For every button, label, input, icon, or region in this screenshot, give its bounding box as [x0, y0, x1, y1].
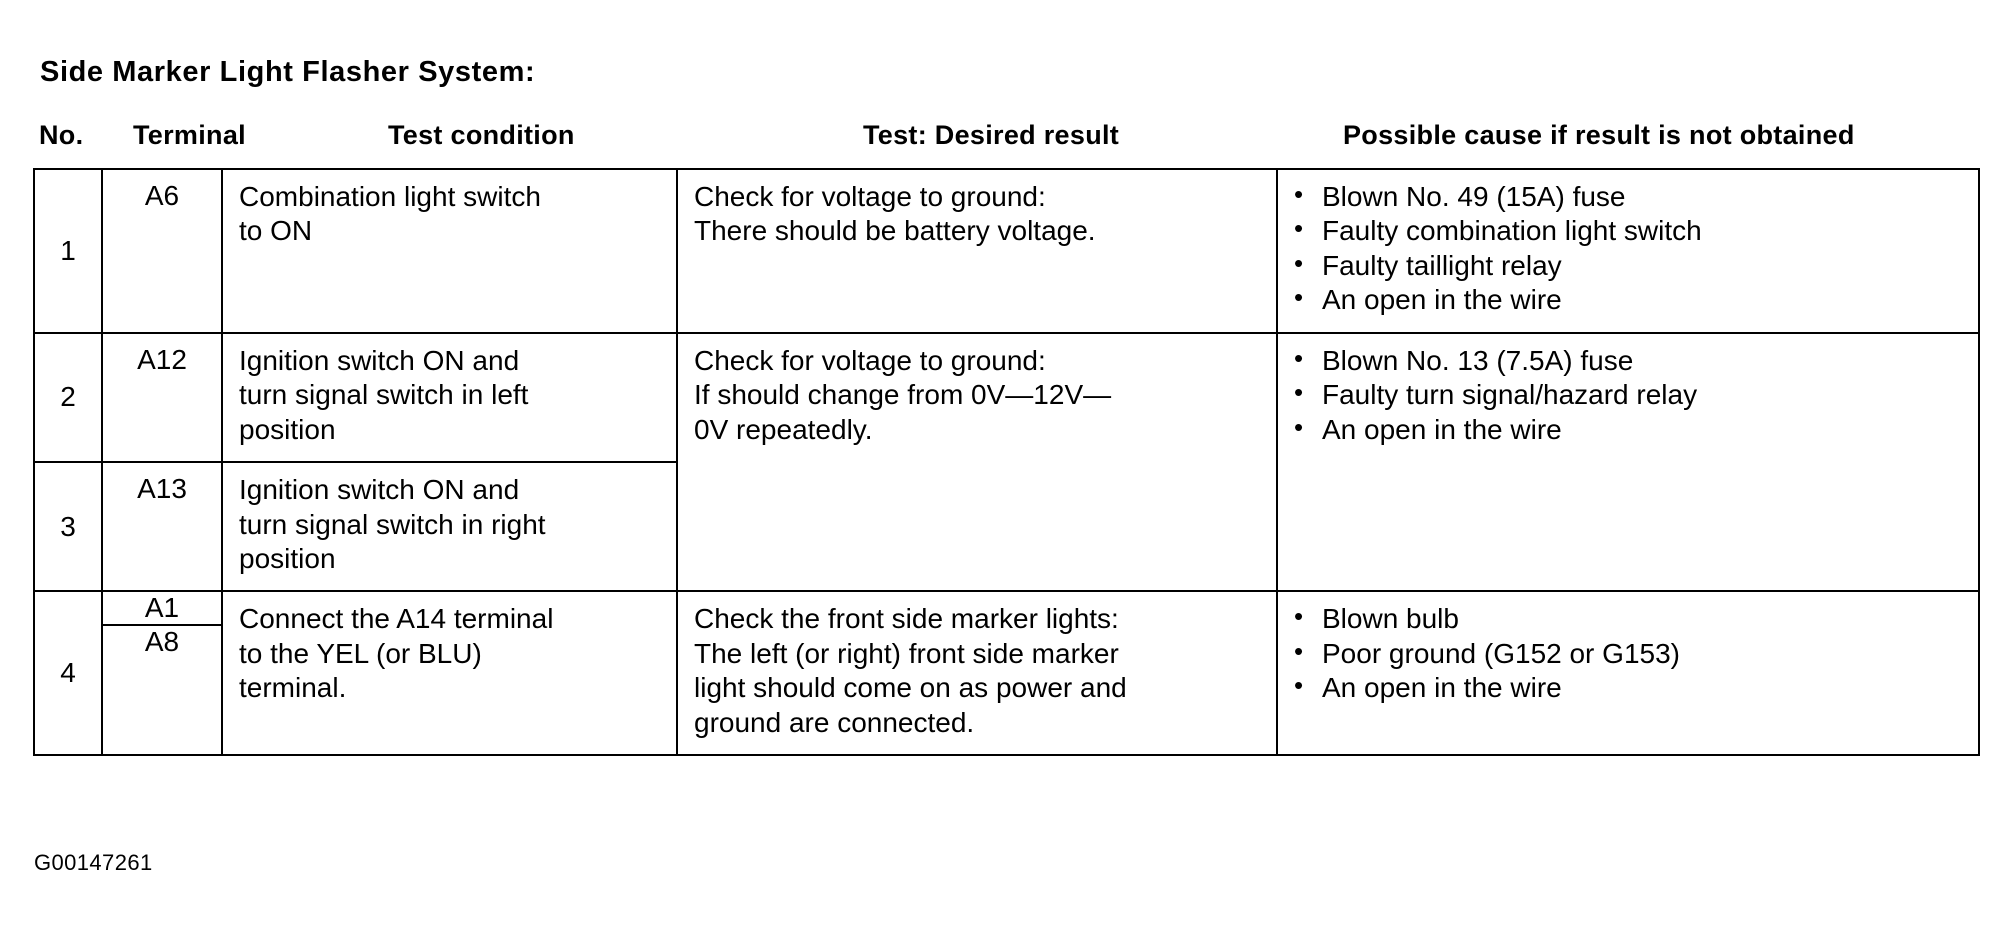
- result-line: ground are connected.: [694, 706, 975, 738]
- condition-line: position: [239, 542, 336, 574]
- condition-line: turn signal switch in left: [239, 379, 529, 411]
- cell-terminal-split: A1 A8: [101, 590, 223, 757]
- cell-no: 1: [33, 168, 103, 334]
- cause-list: Blown No. 49 (15A) fuse Faulty combinati…: [1278, 170, 1978, 332]
- cause-item: Faulty taillight relay: [1292, 248, 1974, 283]
- cause-item: An open in the wire: [1292, 670, 1974, 705]
- page-title: Side Marker Light Flasher System:: [40, 56, 536, 88]
- cell-possible-cause: Blown No. 13 (7.5A) fuse Faulty turn sig…: [1276, 331, 1980, 593]
- cell-desired-result: Check the front side marker lights: The …: [676, 590, 1278, 757]
- column-header-test-condition: Test condition: [388, 120, 575, 150]
- result-line: Check the front side marker lights:: [694, 603, 1119, 635]
- cell-no: 3: [33, 461, 103, 593]
- cause-list: Blown bulb Poor ground (G152 or G153) An…: [1278, 592, 1978, 719]
- cell-terminal: A12: [101, 331, 223, 464]
- result-line: Check for voltage to ground:: [694, 344, 1046, 376]
- cause-item: Poor ground (G152 or G153): [1292, 636, 1974, 671]
- cause-item: Blown No. 49 (15A) fuse: [1292, 179, 1974, 214]
- table-row: 4 A1 A8 Connect the A14 terminal to the …: [33, 590, 1980, 757]
- terminal-lower: A8: [144, 626, 180, 658]
- table-column-headers: No. Terminal Test condition Test: Desire…: [33, 120, 1978, 164]
- condition-line: to the YEL (or BLU): [239, 637, 482, 669]
- condition-line: terminal.: [239, 672, 347, 704]
- cell-no: 2: [33, 331, 103, 464]
- result-line: light should come on as power and: [694, 672, 1127, 704]
- column-header-no: No.: [39, 120, 84, 150]
- table-row: 1 A6 Combination light switch to ON Chec…: [33, 168, 1980, 334]
- cell-test-condition: Ignition switch ON and turn signal switc…: [221, 331, 678, 464]
- table-row: 3 A13 Ignition switch ON and turn signal…: [33, 461, 1979, 593]
- condition-line: turn signal switch in right: [239, 508, 546, 540]
- cell-possible-cause: Blown bulb Poor ground (G152 or G153) An…: [1276, 590, 1980, 757]
- condition-line: Combination light switch: [239, 181, 541, 212]
- condition-line: position: [239, 413, 336, 445]
- cell-test-condition: Combination light switch to ON: [221, 168, 678, 334]
- cause-list: Blown No. 13 (7.5A) fuse Faulty turn sig…: [1278, 334, 1978, 461]
- diagnostic-test-table: 1 A6 Combination light switch to ON Chec…: [33, 168, 1980, 757]
- cause-item: An open in the wire: [1292, 282, 1974, 317]
- cell-desired-result: Check for voltage to ground: There shoul…: [676, 168, 1278, 334]
- terminal-upper: A1: [103, 592, 221, 627]
- result-line: If should change from 0V—12V—: [694, 379, 1112, 411]
- figure-reference-code: G00147261: [34, 850, 153, 875]
- cause-item: Faulty combination light switch: [1292, 213, 1974, 248]
- cell-test-condition: Connect the A14 terminal to the YEL (or …: [221, 590, 678, 757]
- cell-desired-result: Check for voltage to ground: If should c…: [676, 331, 1278, 593]
- column-header-possible-cause: Possible cause if result is not obtained: [1343, 120, 1855, 150]
- result-line: 0V repeatedly.: [694, 413, 873, 445]
- cause-item: Faulty turn signal/hazard relay: [1292, 377, 1974, 412]
- column-header-desired-result: Test: Desired result: [863, 120, 1120, 150]
- table-row: 2 A12 Ignition switch ON and turn signal…: [33, 331, 1980, 593]
- cell-terminal: A13: [101, 461, 223, 593]
- result-line: Check for voltage to ground:: [694, 181, 1046, 212]
- cause-item: Blown bulb: [1292, 601, 1974, 636]
- column-header-terminal: Terminal: [133, 120, 246, 150]
- condition-line: Ignition switch ON and: [239, 474, 520, 506]
- cell-terminal: A6: [101, 168, 223, 334]
- condition-line: to ON: [239, 215, 313, 247]
- condition-line: Connect the A14 terminal: [239, 603, 554, 635]
- condition-line: Ignition switch ON and: [239, 344, 520, 376]
- cause-item: An open in the wire: [1292, 412, 1974, 447]
- cell-test-condition: Ignition switch ON and turn signal switc…: [221, 461, 678, 593]
- cell-possible-cause: Blown No. 49 (15A) fuse Faulty combinati…: [1276, 168, 1980, 334]
- result-line: There should be battery voltage.: [694, 215, 1096, 247]
- cause-item: Blown No. 13 (7.5A) fuse: [1292, 343, 1974, 378]
- result-line: The left (or right) front side marker: [694, 637, 1119, 669]
- cell-no: 4: [33, 590, 103, 757]
